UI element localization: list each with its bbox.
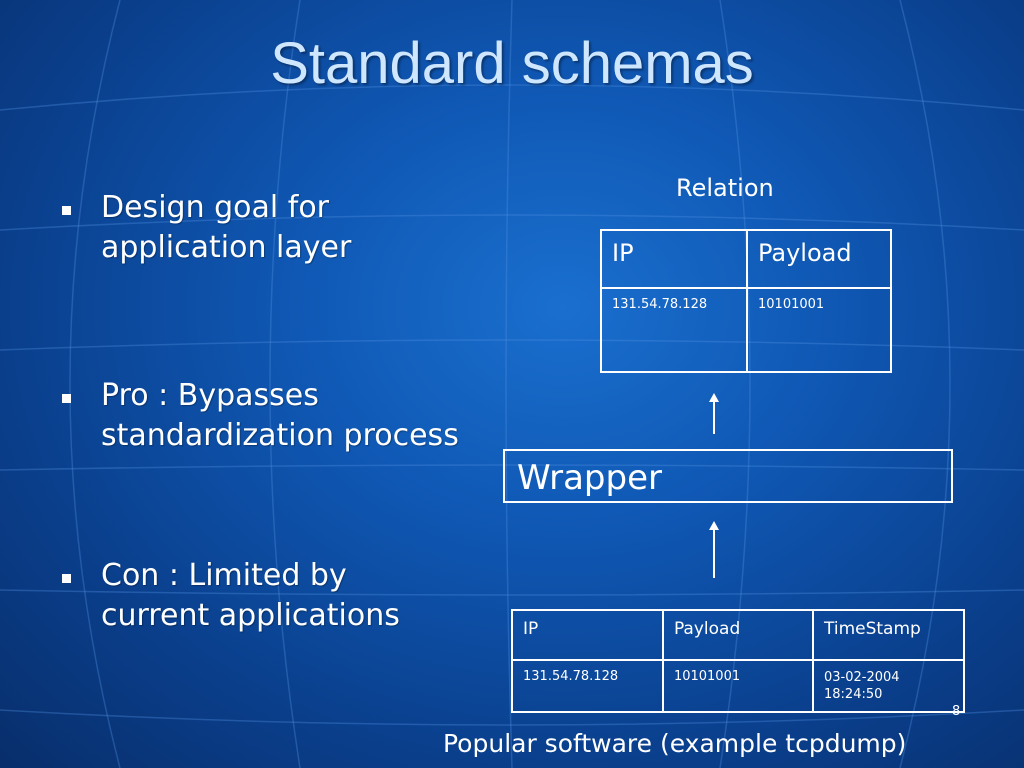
- table-row: 131.54.78.128 10101001 03-02-2004 18:24:…: [511, 659, 965, 713]
- wrapper-box: Wrapper: [503, 449, 953, 503]
- source-caption: Popular software (example tcpdump): [443, 729, 907, 758]
- bullet-square-icon: [62, 206, 71, 215]
- bullet-item: Pro : Bypasses standardization process: [62, 376, 462, 456]
- slide-title: Standard schemas: [270, 31, 754, 96]
- page-number: 8: [952, 704, 961, 719]
- table-cell: 131.54.78.128: [511, 659, 664, 713]
- table-cell: 10101001: [746, 287, 892, 373]
- bullet-text: Pro : Bypasses standardization process: [101, 378, 459, 453]
- table-header-cell: IP: [511, 609, 664, 661]
- table-header-cell: TimeStamp: [812, 609, 965, 661]
- table-cell: 03-02-2004 18:24:50: [812, 659, 965, 713]
- table-header-cell: Payload: [661, 609, 815, 661]
- bullet-text: Con : Limited by current applications: [101, 558, 400, 633]
- source-table: IP Payload TimeStamp 131.54.78.128 10101…: [511, 609, 965, 713]
- relation-table: IP Payload 131.54.78.128 10101001: [600, 229, 892, 373]
- bullet-item: Con : Limited by current applications: [62, 556, 462, 636]
- table-row: IP Payload: [600, 229, 892, 289]
- table-cell: 131.54.78.128: [600, 287, 748, 373]
- table-header-cell: Payload: [746, 229, 892, 289]
- relation-caption: Relation: [676, 174, 774, 202]
- table-header-cell: IP: [600, 229, 748, 289]
- bullet-square-icon: [62, 394, 71, 403]
- up-arrow-icon: [709, 393, 719, 434]
- up-arrow-icon: [709, 521, 719, 578]
- table-row: 131.54.78.128 10101001: [600, 287, 892, 373]
- table-row: IP Payload TimeStamp: [511, 609, 965, 661]
- bullet-item: Design goal for application layer: [62, 188, 462, 268]
- bullet-square-icon: [62, 574, 71, 583]
- table-cell: 10101001: [661, 659, 815, 713]
- bullet-text: Design goal for application layer: [101, 190, 352, 265]
